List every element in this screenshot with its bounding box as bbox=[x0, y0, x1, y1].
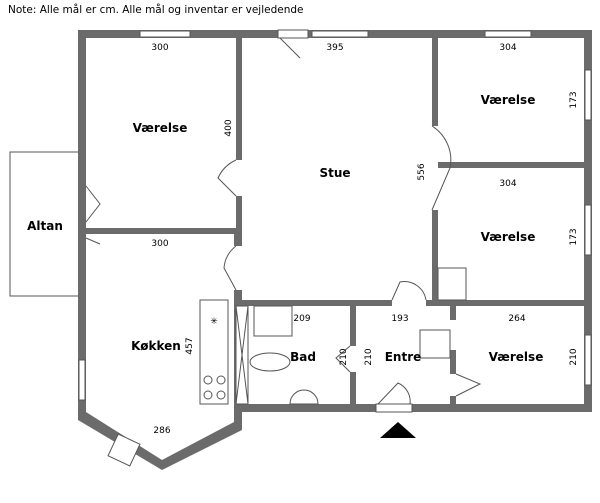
kitchen-counter bbox=[199, 299, 229, 405]
dim-label: 286 bbox=[153, 426, 170, 436]
dim-label: 210 bbox=[364, 348, 374, 365]
dim-label: 209 bbox=[293, 314, 310, 324]
sink bbox=[289, 389, 319, 405]
room-altan: Altan bbox=[27, 219, 63, 233]
room-vaerelse-4: Værelse bbox=[489, 350, 544, 364]
windows bbox=[78, 30, 592, 413]
dim-label: 457 bbox=[185, 337, 195, 354]
dim-label: 304 bbox=[499, 179, 516, 189]
dim-label: 556 bbox=[417, 163, 427, 180]
dim-label: 210 bbox=[569, 348, 579, 365]
dim-label: 304 bbox=[499, 43, 516, 53]
room-vaerelse-3: Værelse bbox=[481, 230, 536, 244]
dim-label: 264 bbox=[508, 314, 525, 324]
room-vaerelse-1: Værelse bbox=[133, 121, 188, 135]
dim-label: 300 bbox=[151, 43, 168, 53]
dim-label: 395 bbox=[326, 43, 343, 53]
fan-icon: ✳ bbox=[210, 317, 218, 327]
room-stue: Stue bbox=[319, 166, 350, 180]
dim-label: 300 bbox=[151, 239, 168, 249]
doors bbox=[85, 29, 482, 405]
dim-label: 210 bbox=[339, 348, 349, 365]
shower bbox=[253, 305, 293, 337]
fixtures: ✳ bbox=[107, 299, 416, 467]
dim-label: 173 bbox=[569, 228, 579, 245]
kitchen-sink bbox=[107, 433, 141, 467]
dim-label: 173 bbox=[569, 91, 579, 108]
note-text: Note: Alle mål er cm. Alle mål og invent… bbox=[8, 4, 304, 16]
room-vaerelse-2: Værelse bbox=[481, 93, 536, 107]
room-entre: Entre bbox=[385, 350, 422, 364]
toilet bbox=[249, 352, 291, 372]
dim-label: 400 bbox=[224, 119, 234, 136]
room-bad: Bad bbox=[290, 350, 316, 364]
dim-label: 193 bbox=[391, 314, 408, 324]
entrance-arrow-icon bbox=[380, 422, 416, 438]
room-koekken: Køkken bbox=[131, 339, 181, 353]
